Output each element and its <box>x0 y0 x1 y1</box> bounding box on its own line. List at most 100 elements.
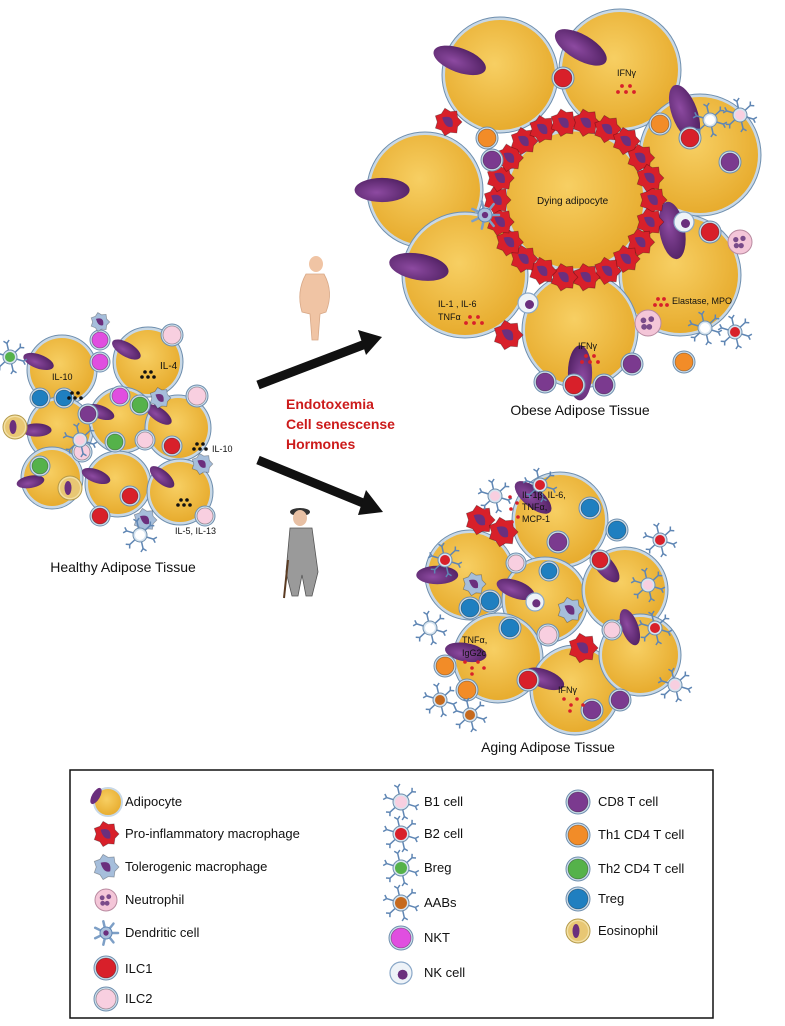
treg-cell <box>29 387 51 409</box>
treg-cell <box>478 589 502 613</box>
tolerogenic-macrophage <box>149 386 172 410</box>
healthy-caption: Healthy Adipose Tissue <box>50 559 196 575</box>
cytokine-dot <box>632 90 636 94</box>
adipocyte-nucleus <box>444 642 487 663</box>
b1-cell <box>692 102 728 138</box>
legend-treg: Treg <box>598 891 624 906</box>
ifng-aging-label: IFNγ <box>558 685 577 695</box>
aging-tissue: IL-1β, IL-6, TNFα, MCP-1 TNFα, IgG2c IFN… <box>412 467 693 755</box>
legend-breg: Breg <box>424 860 451 875</box>
b2-cell <box>522 467 558 503</box>
cd8-cell <box>608 688 632 712</box>
th2-cell <box>104 431 126 453</box>
adipocyte-nucleus <box>668 84 701 141</box>
pro-inflammatory-macrophage <box>434 107 463 137</box>
legend-breg-icon <box>382 849 420 887</box>
cytokine-dot <box>192 447 196 451</box>
cytokine-dot <box>76 391 80 395</box>
cytokine-dot <box>201 442 205 446</box>
ilc2-cell <box>536 623 560 647</box>
obese-tissue: IFNγ Dying adipocyte IL-1 , IL-6 TNFα El… <box>354 8 762 418</box>
ilc2-cell <box>601 619 623 641</box>
adipocyte-nucleus <box>354 177 410 203</box>
legend-th2-icon <box>565 856 591 882</box>
treg-cell <box>53 387 75 409</box>
b2-cell <box>717 314 753 350</box>
legend-adipocyte: Adipocyte <box>125 794 182 809</box>
cytokine-dot <box>515 501 519 505</box>
b1-cell <box>722 97 758 133</box>
adipocyte <box>433 16 559 134</box>
th2-cell <box>29 455 51 477</box>
crown-like-structure <box>483 108 668 292</box>
cd8-cell <box>546 530 570 554</box>
driver-hormones: Hormones <box>286 436 355 452</box>
dendritic-cell <box>471 200 501 230</box>
nkt-cell <box>89 351 111 373</box>
legend-ilc1: ILC1 <box>125 961 152 976</box>
cytokine-dots-obese <box>464 84 669 364</box>
legend-pro-macrophage-icon <box>93 820 120 848</box>
ilc1-cell <box>698 220 722 244</box>
ifng-bottom-label: IFNγ <box>578 341 597 351</box>
nkt-cell <box>89 329 111 351</box>
adipocyte <box>81 450 152 518</box>
adipocyte-nucleus <box>416 565 459 585</box>
th2-cell <box>129 394 151 416</box>
breg-cell <box>0 339 28 375</box>
treg-cell <box>605 518 629 542</box>
cytokine-dots-aging <box>463 495 585 713</box>
il10-label-b: IL-10 <box>212 444 233 454</box>
legend-aabs-icon <box>382 884 420 922</box>
legend-th1: Th1 CD4 T cell <box>598 827 684 842</box>
legend-adipocyte-icon <box>90 787 123 817</box>
healthy-immune-cells <box>0 311 216 553</box>
cytokine-dot <box>146 375 150 379</box>
legend-neutrophil: Neutrophil <box>125 892 184 907</box>
cytokine-dot <box>140 375 144 379</box>
cd8-cell <box>718 150 742 174</box>
adipocyte-nucleus <box>389 252 449 281</box>
legend-nkt-icon <box>388 925 414 951</box>
b2-cell <box>637 610 673 646</box>
arrow-to-obese <box>256 330 382 390</box>
cytokine-dot <box>463 660 467 664</box>
cd8-cell <box>480 148 504 172</box>
obese-immune-cells <box>434 66 758 397</box>
tolerogenic-macrophage <box>462 571 487 597</box>
pro-inflammatory-macrophage <box>636 163 665 193</box>
b1-cell <box>630 567 666 603</box>
adipocyte-nucleus <box>112 339 141 360</box>
il4-label: IL-4 <box>160 361 178 372</box>
pro-inflammatory-macrophage <box>529 256 558 286</box>
legend-pro-macrophage: Pro-inflammatory macrophage <box>125 826 300 841</box>
cytokine-dot <box>182 503 186 507</box>
cytokine-dot <box>176 503 180 507</box>
adipocyte-nucleus <box>16 475 45 489</box>
cytokine-dot <box>662 297 666 301</box>
nk-cell <box>525 592 545 612</box>
elderly-person-icon <box>283 508 319 599</box>
legend-treg-icon <box>565 886 591 912</box>
legend-nkt: NKT <box>424 930 450 945</box>
ilc1-cell <box>119 485 141 507</box>
cytokine-dot <box>510 520 514 524</box>
ilc2-cell <box>185 384 209 408</box>
th1-cell <box>455 678 479 702</box>
ilc1-cell <box>516 668 540 692</box>
adipocyte-nucleus <box>23 352 54 371</box>
adipocyte-nucleus <box>149 466 175 488</box>
tolerogenic-macrophage <box>557 596 584 624</box>
cytokine-dot <box>476 315 480 319</box>
ilc1-cell <box>562 373 586 397</box>
pro-inflammatory-macrophage <box>594 256 622 286</box>
adipocyte-nucleus <box>514 481 552 514</box>
cd8-cell <box>620 352 644 376</box>
arrow-to-aging <box>256 455 383 515</box>
adipocyte-nucleus <box>496 578 535 601</box>
cytokine-dot <box>188 503 192 507</box>
legend-ilc2: ILC2 <box>125 991 152 1006</box>
ilc2-cell <box>134 429 156 451</box>
cytokine-dot <box>470 666 474 670</box>
